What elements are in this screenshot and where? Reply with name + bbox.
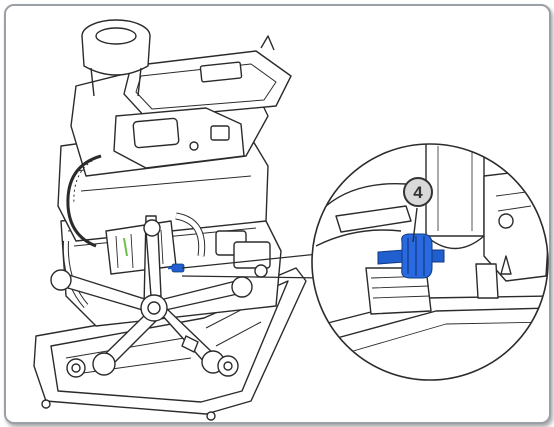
callout-number-badge: 4 (403, 177, 433, 243)
callout-leader (181, 253, 325, 279)
machine-illustration: 4 (33, 19, 549, 421)
detail-magnifier: 4 (311, 143, 549, 381)
machine-body (33, 19, 307, 421)
illustration-frame: 4 (4, 4, 551, 424)
green-accent (123, 237, 128, 257)
callout-number: 4 (413, 183, 423, 202)
drain-knob-highlight (377, 233, 445, 279)
caster-star (50, 219, 253, 376)
